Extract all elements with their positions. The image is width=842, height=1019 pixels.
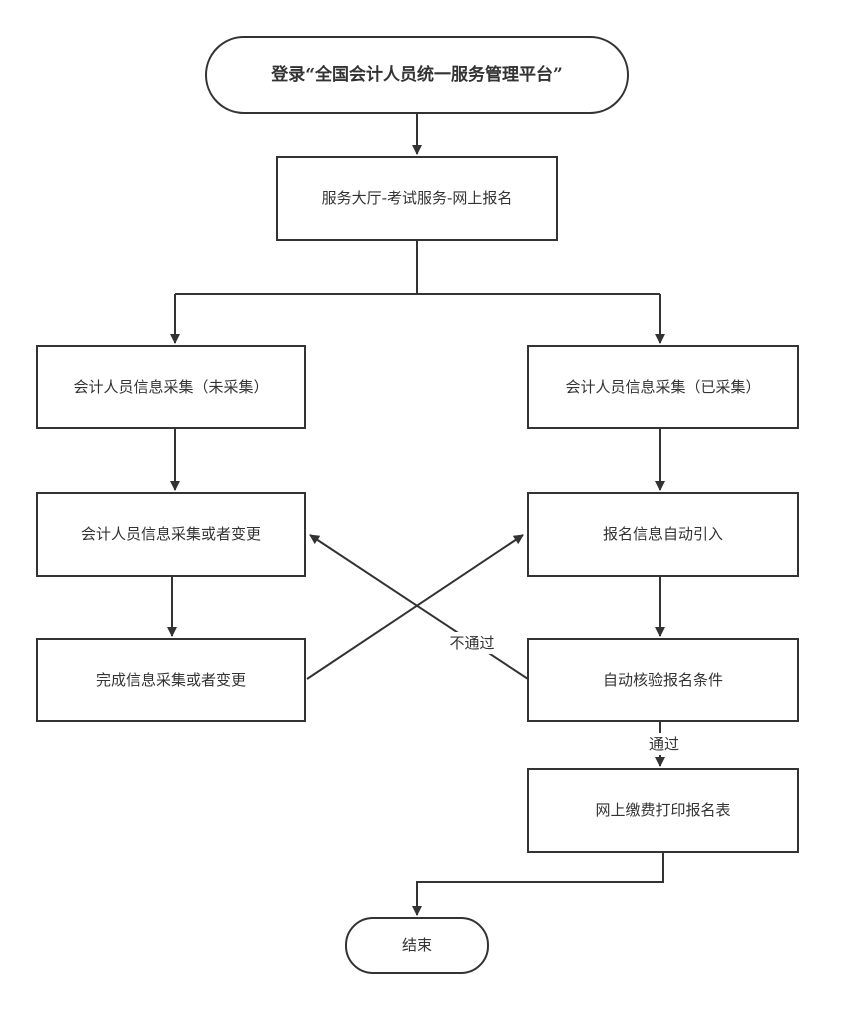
node-complete-change: 完成信息采集或者变更 xyxy=(36,638,306,722)
node-complete-change-label: 完成信息采集或者变更 xyxy=(96,671,246,689)
node-end: 结束 xyxy=(345,917,489,974)
node-hall: 服务大厅-考试服务-网上报名 xyxy=(276,156,558,241)
fail-label-bg xyxy=(446,632,498,654)
node-start: 登录“全国会计人员统一服务管理平台” xyxy=(205,36,629,114)
node-collect-uncollected-shape xyxy=(36,345,306,429)
node-auto-verify-label: 自动核验报名条件 xyxy=(603,671,723,689)
node-auto-import: 报名信息自动引入 xyxy=(527,492,799,577)
edge-label-fail: 不通过 xyxy=(449,634,494,652)
edge-pay-to-end xyxy=(412,852,664,916)
node-collect-collected: 会计人员信息采集（已采集） xyxy=(527,345,799,429)
node-collect-or-change-shape xyxy=(36,492,306,577)
node-auto-verify-shape xyxy=(527,638,799,722)
edges xyxy=(167,113,665,916)
node-end-label: 结束 xyxy=(402,936,432,954)
node-auto-verify: 自动核验报名条件 xyxy=(527,638,799,722)
node-auto-import-shape xyxy=(527,492,799,577)
edge-verify-fail-to-change xyxy=(309,534,529,680)
node-pay-print: 网上缴费打印报名表 xyxy=(527,768,799,853)
node-end-shape xyxy=(345,917,489,974)
edge-complete-to-import xyxy=(306,534,524,680)
node-hall-shape xyxy=(276,156,558,241)
edge-label-pass: 通过 xyxy=(649,735,679,753)
node-collect-collected-shape xyxy=(527,345,799,429)
node-pay-print-shape xyxy=(527,768,799,853)
node-pay-print-label: 网上缴费打印报名表 xyxy=(595,801,730,819)
node-complete-change-shape xyxy=(36,638,306,722)
node-hall-label: 服务大厅-考试服务-网上报名 xyxy=(322,189,513,207)
node-collect-uncollected: 会计人员信息采集（未采集） xyxy=(36,345,306,429)
node-start-shape xyxy=(205,36,629,114)
node-collect-or-change-label: 会计人员信息采集或者变更 xyxy=(81,525,261,543)
node-collect-uncollected-label: 会计人员信息采集（未采集） xyxy=(73,378,268,396)
pass-label-bg xyxy=(642,733,686,755)
node-collect-or-change: 会计人员信息采集或者变更 xyxy=(36,492,306,577)
node-start-label: 登录“全国会计人员统一服务管理平台” xyxy=(270,64,563,85)
node-auto-import-label: 报名信息自动引入 xyxy=(603,525,723,543)
node-collect-collected-label: 会计人员信息采集（已采集） xyxy=(565,378,760,396)
